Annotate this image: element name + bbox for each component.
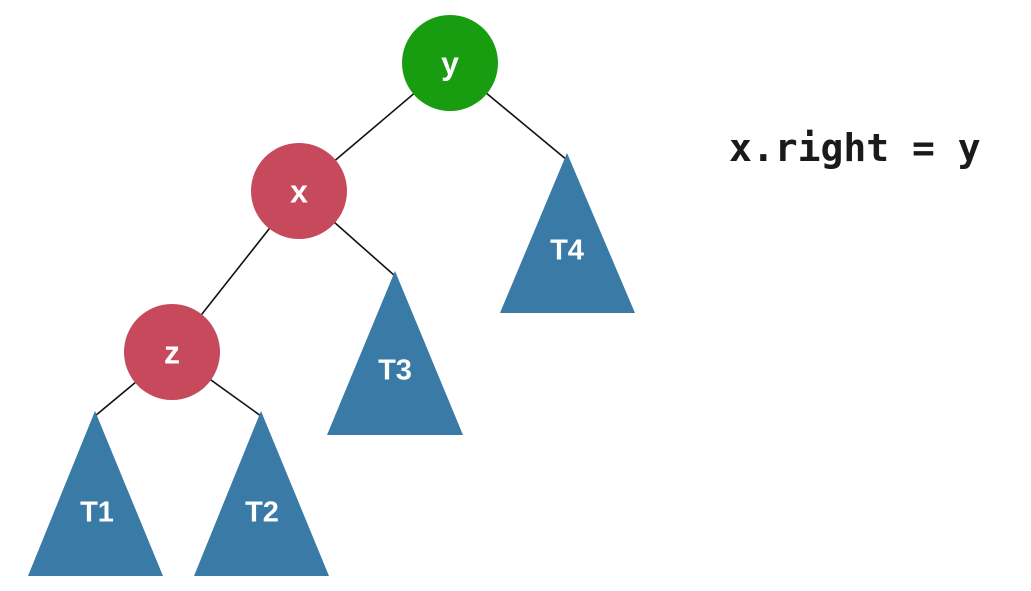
- subtree-t1-triangle: [28, 411, 163, 576]
- subtree-t3-label: T3: [378, 355, 412, 387]
- subtree-t2-label: T2: [245, 497, 279, 529]
- subtree-t3-triangle: [327, 271, 463, 435]
- node-z-label: z: [164, 334, 180, 370]
- annotation-text: x.right = y: [729, 126, 981, 170]
- node-y-circle: [402, 15, 498, 111]
- node-x-circle: [251, 143, 347, 239]
- subtree-t1-label: T1: [80, 497, 114, 529]
- subtree-t2-triangle: [194, 411, 329, 576]
- subtree-t4-triangle: [500, 153, 635, 313]
- node-y-label: y: [441, 45, 459, 81]
- subtree-t4-label: T4: [550, 235, 584, 267]
- node-x-label: x: [290, 173, 308, 209]
- node-z-circle: [124, 304, 220, 400]
